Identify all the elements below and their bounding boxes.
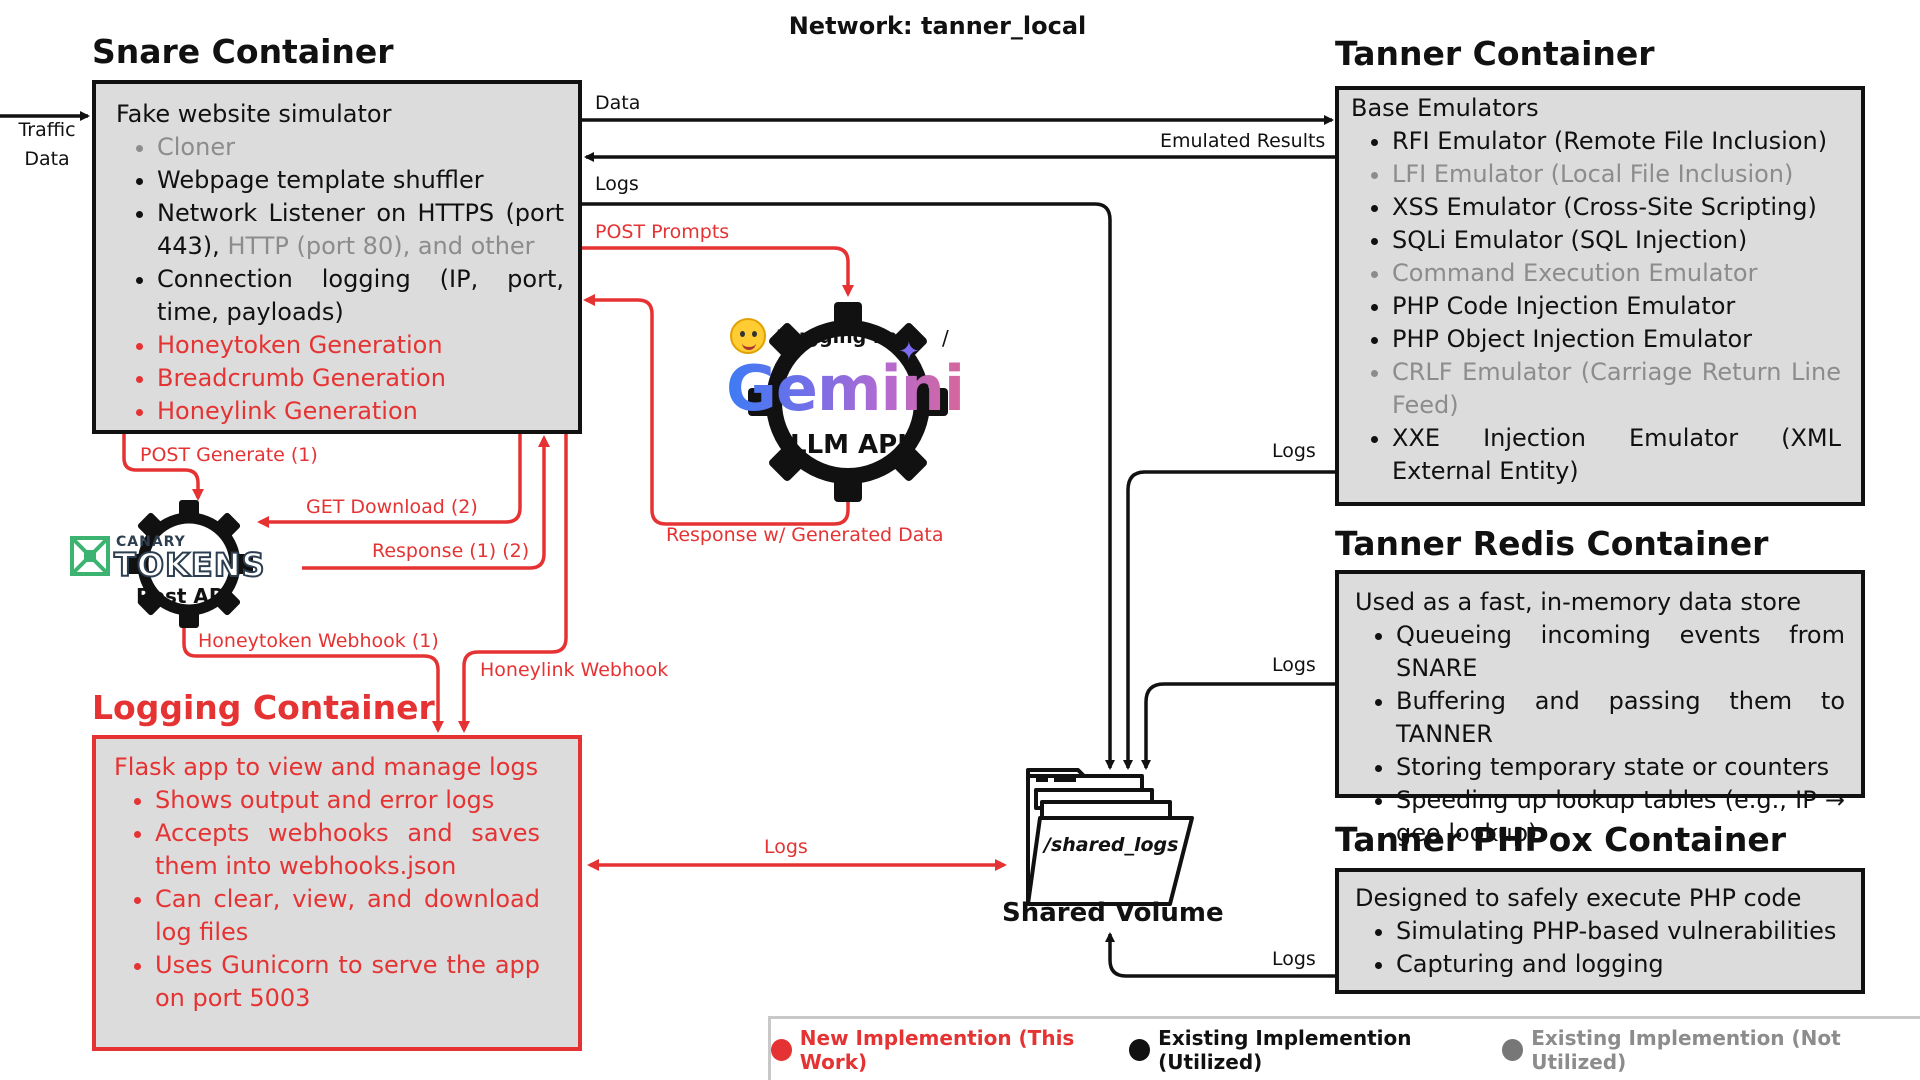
- tanner-item-xxe: XXE Injection Emulator (XML External Ent…: [1392, 422, 1841, 488]
- response-generated-label: Response w/ Generated Data: [666, 524, 944, 546]
- redis-item-lookup: Speeding up lookup tables (e.g., IP → ge…: [1396, 784, 1845, 850]
- phpox-item-simulating: Simulating PHP-based vulnerabilities: [1396, 915, 1845, 948]
- tanner-item-lfi: LFI Emulator (Local File Inclusion): [1392, 158, 1841, 191]
- legend-red-dot-icon: [771, 1038, 792, 1061]
- phpox-heading: Designed to safely execute PHP code: [1355, 884, 1802, 912]
- legend-utilized-label: Existing Implemention (Utilized): [1158, 1025, 1412, 1074]
- snare-item-honeytoken: Honeytoken Generation: [157, 329, 564, 362]
- logging-box: Flask app to view and manage logs Shows …: [92, 735, 582, 1051]
- snare-item-honeylink: Honeylink Generation: [157, 395, 564, 428]
- canary-logo-icon: [70, 536, 110, 576]
- phpox-item-capturing: Capturing and logging: [1396, 948, 1845, 981]
- snare-item-cloner: Cloner: [157, 131, 564, 164]
- legend-black-dot-icon: [1129, 1038, 1151, 1061]
- legend-not-utilized-label: Existing Implemention (Not Utilized): [1531, 1025, 1841, 1074]
- snare-logs-arrow: [580, 202, 1115, 770]
- redis-item-state: Storing temporary state or counters: [1396, 751, 1845, 784]
- folder-icon: [1026, 768, 1194, 906]
- tanner-logs-label: Logs: [1272, 440, 1316, 462]
- logging-item-output: Shows output and error logs: [155, 784, 540, 817]
- response-12-arrow: [302, 435, 550, 570]
- snare-item-breadcrumb: Breadcrumb Generation: [157, 362, 564, 395]
- response-12-label: Response (1) (2): [372, 540, 530, 562]
- tanner-logs-arrow: [1123, 470, 1336, 770]
- redis-box: Used as a fast, in-memory data store Que…: [1335, 570, 1865, 847]
- llm-slash: /: [942, 326, 949, 350]
- canary-tokens-logo: CANARY TOKENS Rest API: [66, 498, 306, 628]
- phpox-title: Tanner PHPox Container: [1335, 820, 1786, 859]
- network-title: Network: tanner_local: [788, 12, 1087, 40]
- llm-api-label: LLM API: [790, 430, 907, 460]
- redis-logs-label: Logs: [1272, 654, 1316, 676]
- tanner-heading: Base Emulators: [1351, 94, 1539, 122]
- post-prompts-label: POST Prompts: [595, 221, 730, 243]
- gear-icon: [748, 302, 948, 502]
- traffic-data-label: Traffic Data: [18, 119, 76, 170]
- tanner-item-cmd: Command Execution Emulator: [1392, 257, 1841, 290]
- snare-item-listener-text: Network Listener on HTTPS (port 443),: [157, 199, 564, 260]
- tanner-item-php-code: PHP Code Injection Emulator: [1392, 290, 1841, 323]
- logging-item-clear: Can clear, view, and download log files: [155, 883, 540, 949]
- sparkle-icon: ✦: [898, 336, 920, 366]
- tanner-item-rfi: RFI Emulator (Remote File Inclusion): [1392, 125, 1841, 158]
- response-generated-arrow: [583, 294, 850, 526]
- redis-item-buffer: Buffering and passing them to TANNER: [1396, 685, 1845, 751]
- honeytoken-webhook-arrow: [182, 620, 444, 733]
- shared-volume-title: Shared Volume: [1002, 898, 1224, 928]
- snare-logs-label: Logs: [595, 173, 639, 195]
- phpox-logs-arrow: [1105, 932, 1336, 978]
- snare-item-logging: Connection logging (IP, port, time, payl…: [157, 263, 564, 329]
- legend-item-not-utilized: Existing Implemention (Not Utilized): [1502, 1026, 1920, 1074]
- phpox-box: Designed to safely execute PHP code Simu…: [1335, 868, 1865, 994]
- hugging-face-label: Hugging Face: [776, 326, 922, 348]
- tanner-item-crlf: CRLF Emulator (Carriage Return Line Feed…: [1392, 356, 1841, 422]
- legend: New Implemention (This Work) Existing Im…: [768, 1016, 1920, 1080]
- canary-gear-icon: [125, 500, 253, 628]
- legend-item-utilized: Existing Implemention (Utilized): [1129, 1026, 1502, 1074]
- snare-item-listener-http: HTTP (port 80), and other: [227, 232, 535, 260]
- tanner-item-sqli: SQLi Emulator (SQL Injection): [1392, 224, 1841, 257]
- shared-logs-folder-label: /shared_logs: [1044, 834, 1179, 856]
- emulated-results-label: Emulated Results: [1160, 130, 1326, 152]
- legend-gray-dot-icon: [1502, 1038, 1524, 1061]
- canary-main-label: TOKENS: [113, 545, 266, 585]
- logging-item-gunicorn: Uses Gunicorn to serve the app on port 5…: [155, 949, 540, 1015]
- canary-api-label: Rest API: [136, 584, 231, 608]
- honeytoken-webhook-label: Honeytoken Webhook (1): [198, 630, 439, 652]
- gemini-wordmark: Gemini: [726, 352, 965, 425]
- phpox-logs-label: Logs: [1272, 948, 1316, 970]
- legend-new-label: New Implemention (This Work): [799, 1025, 1075, 1074]
- legend-item-new: New Implemention (This Work): [771, 1026, 1129, 1074]
- snare-heading: Fake website simulator: [116, 100, 392, 128]
- logging-item-webhooks: Accepts webhooks and saves them into web…: [155, 817, 540, 883]
- redis-logs-arrow: [1141, 682, 1336, 770]
- snare-item-listener: Network Listener on HTTPS (port 443), HT…: [157, 197, 564, 263]
- get-download-arrow: [257, 434, 522, 528]
- tanner-box: Base Emulators RFI Emulator (Remote File…: [1335, 86, 1865, 506]
- logging-title: Logging Container: [92, 688, 435, 727]
- hugging-face-emoji-icon: [730, 318, 766, 354]
- get-download-label: GET Download (2): [306, 496, 478, 518]
- data-label: Data: [595, 92, 641, 114]
- post-generate-label: POST Generate (1): [140, 444, 318, 466]
- post-generate-arrow: [122, 434, 204, 501]
- post-prompts-arrow: [580, 246, 854, 297]
- snare-box: Fake website simulator Cloner Webpage te…: [92, 80, 582, 434]
- redis-item-queue: Queueing incoming events from SNARE: [1396, 619, 1845, 685]
- llm-api-logo: Hugging Face / ✦ Gemini LLM API: [720, 296, 970, 506]
- logging-heading: Flask app to view and manage logs: [114, 753, 539, 781]
- snare-item-shuffler: Webpage template shuffler: [157, 164, 564, 197]
- tanner-item-xss: XSS Emulator (Cross-Site Scripting): [1392, 191, 1841, 224]
- canary-top-label: CANARY: [116, 534, 186, 550]
- logging-logs-label: Logs: [764, 836, 808, 858]
- snare-title: Snare Container: [92, 32, 394, 71]
- tanner-title: Tanner Container: [1335, 34, 1655, 73]
- honeylink-webhook-label: Honeylink Webhook: [480, 659, 669, 681]
- honeylink-webhook-arrow: [458, 434, 568, 733]
- redis-title: Tanner Redis Container: [1335, 524, 1769, 563]
- redis-heading: Used as a fast, in-memory data store: [1355, 588, 1802, 616]
- tanner-item-php-object: PHP Object Injection Emulator: [1392, 323, 1841, 356]
